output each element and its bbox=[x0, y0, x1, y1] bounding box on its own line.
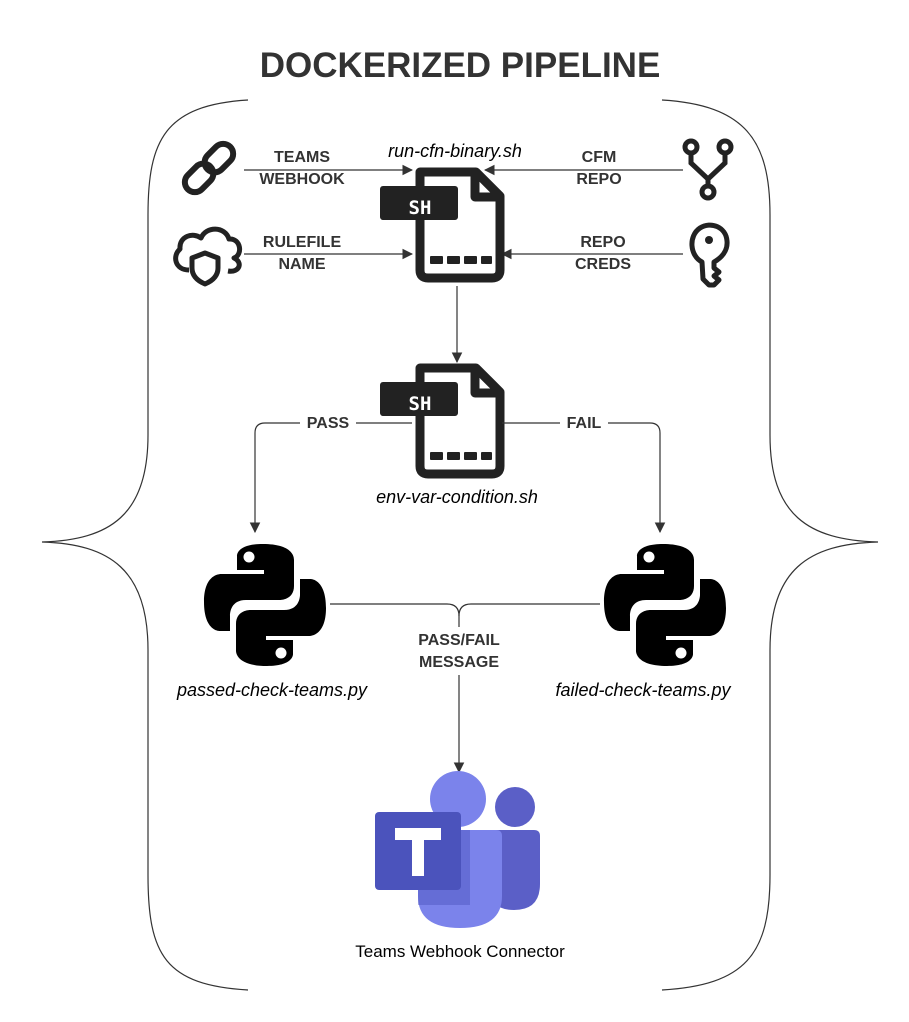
python-logo-passed bbox=[204, 544, 326, 666]
condition-script-name: env-var-condition.sh bbox=[376, 487, 538, 507]
cfm-repo-label: CFM REPO bbox=[576, 149, 621, 188]
fail-branch-arrow bbox=[502, 422, 666, 534]
cloud-shield-icon bbox=[173, 226, 243, 287]
svg-text:CFM: CFM bbox=[582, 149, 617, 166]
right-curly-bracket bbox=[661, 99, 879, 991]
pass-fail-message-label: PASS/FAIL MESSAGE bbox=[418, 632, 500, 671]
svg-text:WEBHOOK: WEBHOOK bbox=[259, 171, 345, 188]
svg-text:CREDS: CREDS bbox=[575, 256, 631, 273]
failed-script-name: failed-check-teams.py bbox=[555, 680, 731, 700]
failed-to-teams-line bbox=[458, 603, 600, 617]
left-curly-bracket bbox=[41, 99, 249, 991]
svg-text:TEAMS: TEAMS bbox=[274, 149, 330, 166]
rulefile-name-label: RULEFILE NAME bbox=[263, 234, 342, 273]
pass-label: PASS bbox=[307, 415, 350, 432]
condition-script-file-icon: SH bbox=[380, 368, 500, 474]
git-branch-icon bbox=[682, 138, 734, 201]
run-script-name: run-cfn-binary.sh bbox=[388, 141, 522, 161]
repo-creds-label: REPO CREDS bbox=[575, 234, 631, 273]
condition-script-sh-badge: SH bbox=[409, 393, 432, 415]
link-icon bbox=[181, 140, 237, 196]
run-script-sh-badge: SH bbox=[409, 197, 432, 219]
svg-text:MESSAGE: MESSAGE bbox=[419, 654, 499, 671]
run-script-file-icon: SH bbox=[380, 172, 500, 278]
pass-branch-arrow bbox=[249, 422, 412, 534]
svg-text:REPO: REPO bbox=[576, 171, 621, 188]
teams-logo-icon bbox=[375, 771, 540, 928]
key-icon bbox=[689, 222, 730, 288]
svg-text:RULEFILE: RULEFILE bbox=[263, 234, 342, 251]
passed-script-name: passed-check-teams.py bbox=[176, 680, 368, 700]
fail-label: FAIL bbox=[567, 415, 602, 432]
passed-to-teams-line bbox=[330, 603, 460, 617]
python-logo-failed bbox=[604, 544, 726, 666]
teams-connector-label: Teams Webhook Connector bbox=[355, 942, 565, 961]
svg-text:REPO: REPO bbox=[580, 234, 625, 251]
svg-text:NAME: NAME bbox=[278, 256, 325, 273]
teams-webhook-label: TEAMS WEBHOOK bbox=[259, 149, 345, 188]
diagram-title: DOCKERIZED PIPELINE bbox=[260, 46, 661, 85]
svg-text:PASS/FAIL: PASS/FAIL bbox=[418, 632, 500, 649]
